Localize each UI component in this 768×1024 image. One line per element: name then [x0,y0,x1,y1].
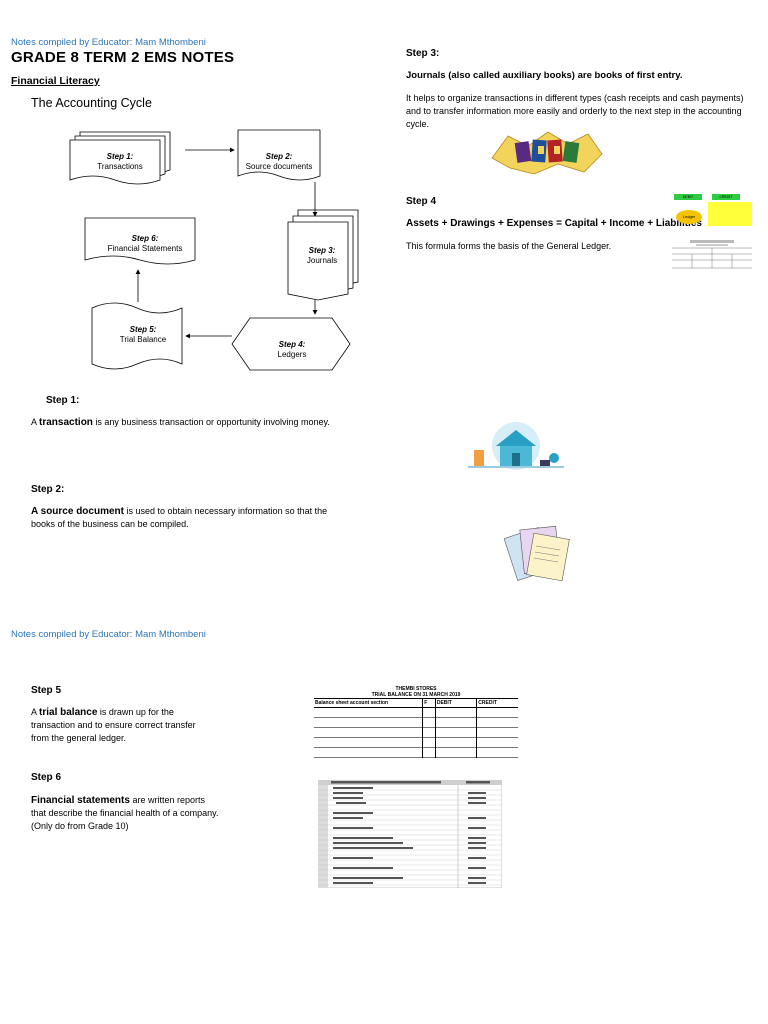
step6-shape [84,217,196,265]
step5-shape [91,302,183,370]
step1-text: A transaction is any business transactio… [31,417,330,428]
tb-title: TRIAL BALANCE ON 31 MARCH 2019 [371,692,461,698]
flow-step2: Step 2:Source documents [245,152,313,171]
ledger-table-graphic [672,240,752,269]
step2-shape [237,129,321,181]
ledger-graphic: DEBIT CREDIT Ledger [672,194,758,234]
header-note: Notes compiled by Educator: Mam Mthomben… [11,37,206,48]
step3-heading: Step 3: [406,48,440,59]
tb-company: THEMBI STORES [395,686,437,692]
documents-illustration [503,525,570,582]
step6-text: Financial statements are written reports… [31,795,219,831]
step2-heading: Step 2: [31,484,65,495]
income-statement-graphic [318,780,502,888]
flow-step1: Step 1:Transactions [97,152,143,171]
tb-col-account: Balance sheet account section [315,700,389,706]
flow-step4: Step 4:Ledgers [277,340,307,359]
step4-shape [231,317,351,371]
step4-text: This formula forms the basis of the Gene… [406,241,612,251]
step3-shape [287,209,359,301]
flow-step5: Step 5:Trial Balance [119,325,167,344]
tb-col-debit: DEBIT [434,698,477,708]
tb-col-credit: CREDIT [476,698,518,708]
credit-tag: CREDIT [712,194,740,200]
step4-heading: Step 4 [406,196,437,207]
step1-shape [69,131,171,185]
subtitle: Financial Literacy [11,75,100,87]
debit-tag: DEBIT [674,194,702,200]
page-title: GRADE 8 TERM 2 EMS NOTES [11,49,235,66]
money-books-illustration [491,131,603,175]
footer-note: Notes compiled by Educator: Mam Mthomben… [11,629,206,640]
ledger-note-box [708,202,752,226]
cycle-heading: The Accounting Cycle [31,96,152,110]
step3-bold: Journals (also called auxiliary books) a… [406,70,683,81]
step6-heading: Step 6 [31,772,62,783]
step5-text: A trial balance is drawn up for the tran… [31,707,196,743]
step3-text: It helps to organize transactions in dif… [406,93,744,129]
flow-step3: Step 3:Journals [306,246,338,265]
step4-formula: Assets + Drawings + Expenses = Capital +… [406,218,702,229]
flow-step6: Step 6:Financial Statements [107,234,183,253]
tb-col-f: F [422,698,436,708]
step1-heading: Step 1: [46,395,80,406]
step5-heading: Step 5 [31,685,62,696]
accounting-cycle-diagram [69,129,359,371]
step2-text: A source document is used to obtain nece… [31,506,328,529]
smart-house-illustration [468,422,564,470]
ledger-oval: Ledger [676,210,702,224]
trial-balance-table: THEMBI STORES TRIAL BALANCE ON 31 MARCH … [314,686,518,758]
